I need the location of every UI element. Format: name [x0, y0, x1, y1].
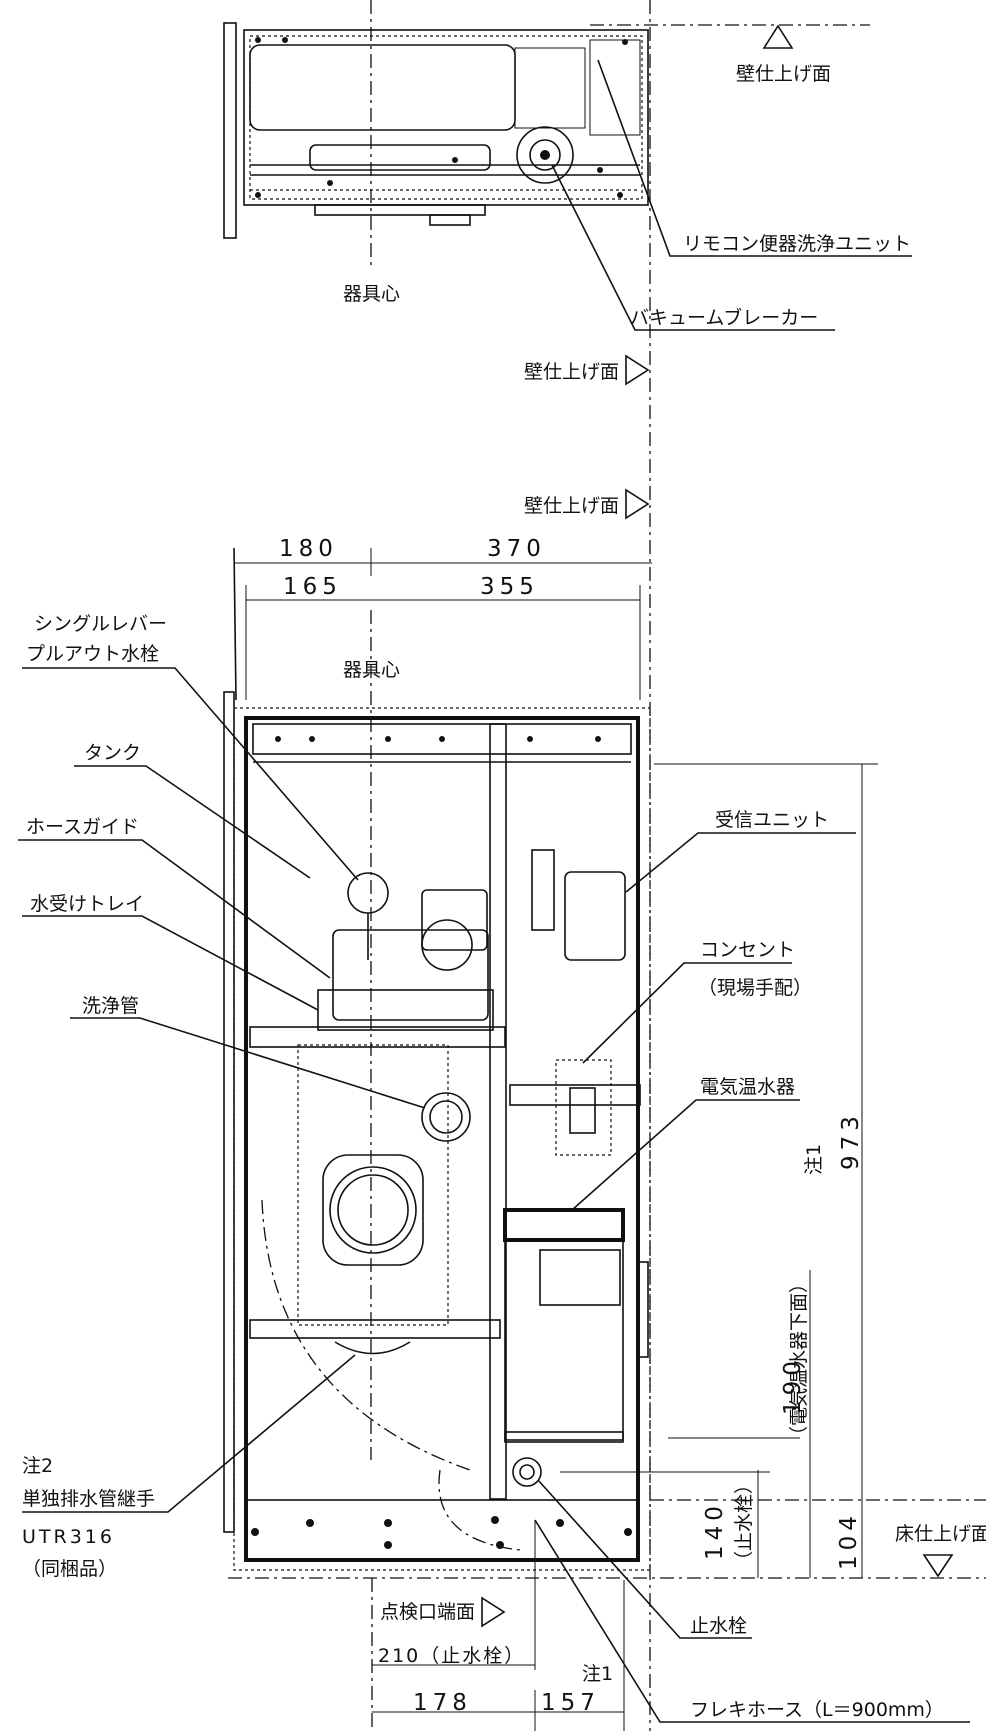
stop-valve-leader: [537, 1479, 752, 1639]
heater-bottom-note: （電気温水器下面）: [788, 1274, 810, 1445]
drip-tray-label: 水受けトレイ: [30, 893, 144, 915]
dim-178: 178: [413, 1690, 472, 1716]
dim-355: 355: [480, 574, 539, 600]
wall-finish-front-label: 壁仕上げ面: [524, 495, 619, 517]
top-tank-body: [249, 44, 516, 131]
lower-crossbar: [249, 1319, 501, 1339]
top-frame-left-strip: [223, 22, 237, 239]
outlet-label-2: （現場手配）: [698, 977, 812, 999]
tank-body: [332, 929, 489, 1021]
drain-joint-label: 単独排水管継手: [22, 1488, 155, 1510]
dim-370: 370: [487, 536, 546, 562]
dim-973: 973: [838, 1111, 864, 1170]
inspection-edge-triangle: [481, 1596, 506, 1628]
faucet-leader: [22, 667, 359, 881]
floor-finish-label: 床仕上げ面: [895, 1523, 986, 1545]
top-tank-side: [514, 47, 586, 129]
front-cabinet-dotted: [233, 707, 651, 1571]
faucet-label-2: プルアウト水栓: [26, 643, 159, 665]
stop-valve-label: 止水栓: [690, 1615, 747, 1637]
bowl-outlet-frame: [322, 1154, 424, 1266]
vacuum-breaker-leader: [551, 164, 835, 331]
flush-pipe-label: 洗浄管: [82, 995, 139, 1017]
stop-valve-symbol: [512, 1457, 542, 1487]
receiver-unit-box: [564, 871, 626, 961]
note1-bottom: 注1: [582, 1663, 613, 1685]
wall-finish-triangle-top: [762, 24, 794, 49]
hose-guide-leader: [18, 839, 331, 979]
vacuum-breaker-label: バキュームブレーカー: [630, 306, 818, 329]
dim-165: 165: [283, 574, 342, 600]
tank-leader: [74, 765, 311, 879]
flush-pipe-joint: [421, 1092, 471, 1142]
drain-joint-symbol: [334, 1341, 411, 1355]
hose-guide-label: ホースガイド: [26, 816, 139, 838]
drain-joint-leader: [22, 1354, 356, 1513]
receiver-unit-leader: [625, 832, 856, 893]
outlet-label-1: コンセント: [700, 939, 795, 961]
water-heater-label: 電気温水器: [700, 1076, 795, 1098]
note1-vertical: 注1: [803, 1144, 825, 1175]
stop-valve-paren: （止水栓）: [733, 1475, 755, 1570]
front-center-column: [489, 723, 507, 1500]
faucet-symbol: [347, 872, 389, 914]
inspection-edge-label: 点検口端面: [380, 1601, 475, 1623]
drain-model-label: UTR316: [22, 1526, 115, 1548]
tank-label: タンク: [84, 742, 141, 764]
flush-pipe-leader: [70, 1017, 426, 1109]
fixture-center-top-label: 器具心: [343, 283, 400, 305]
outlet-leader: [582, 962, 792, 1064]
dim-104: 104: [836, 1511, 862, 1570]
top-view: 壁仕上げ面 リモコン便器洗浄ユニット バキュームブレーカー 器具心 壁仕上げ面: [223, 0, 912, 1731]
dim-180: 180: [279, 536, 338, 562]
wall-finish-triangle-front: [625, 488, 650, 520]
front-frame-left-strip: [223, 691, 235, 1533]
outlet-box: [555, 1059, 612, 1156]
dim-210: 210（止水栓）: [378, 1645, 525, 1667]
wall-finish-top-label: 壁仕上げ面: [736, 63, 831, 85]
included-label: （同梱品）: [22, 1558, 117, 1580]
water-heater-body: [504, 1239, 624, 1441]
top-remote-unit-box: [589, 39, 641, 136]
drip-tray-leader: [22, 915, 319, 1011]
dim-157: 157: [541, 1690, 600, 1716]
note2-label: 注2: [22, 1455, 53, 1477]
front-base-rail: [245, 1499, 639, 1561]
remote-unit-label: リモコン便器洗浄ユニット: [683, 233, 911, 255]
receiver-unit-label: 受信ユニット: [715, 809, 829, 831]
mid-crossbar: [249, 1026, 506, 1048]
water-heater-top: [503, 1208, 625, 1242]
front-view: 壁仕上げ面 180 370 165 355 器具心: [18, 488, 986, 1731]
flex-hose-path: [261, 1199, 471, 1471]
drip-tray: [317, 989, 494, 1031]
faucet-label-1: シングルレバー: [34, 613, 167, 635]
dim-140: 140: [702, 1501, 728, 1560]
outlet-bracket: [509, 1084, 641, 1106]
top-cabinet-outline: [243, 29, 649, 206]
remote-unit-leader: [597, 59, 912, 257]
wall-finish-side-label: 壁仕上げ面: [524, 361, 619, 383]
floor-finish-triangle: [922, 1554, 954, 1578]
bowl-outlet: [329, 1166, 417, 1254]
flex-hose-label: フレキホース（L＝900mm）: [690, 1699, 944, 1721]
flex-hose-leader: [534, 1519, 970, 1723]
wall-finish-triangle-side: [625, 354, 650, 386]
dim-190: 190: [780, 1356, 806, 1415]
vacuum-breaker-symbol: [516, 126, 574, 184]
bowl-housing: [297, 1044, 449, 1326]
water-heater-leader: [571, 1099, 800, 1211]
front-cabinet-frame: [244, 716, 640, 1562]
